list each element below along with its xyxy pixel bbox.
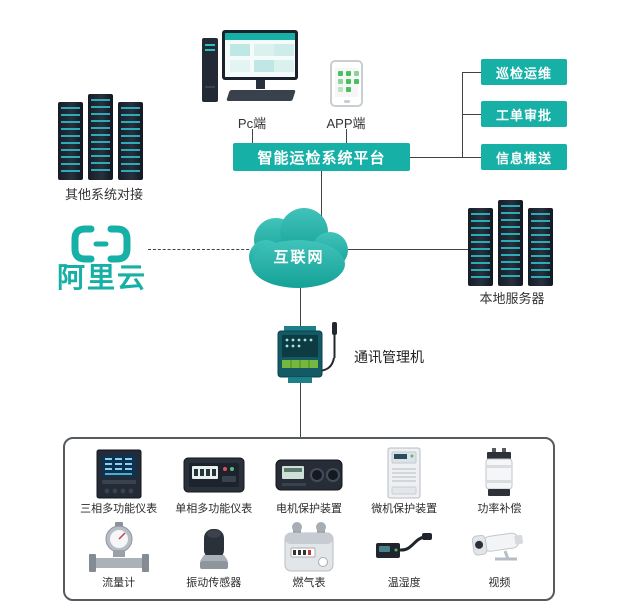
server-tower xyxy=(118,102,143,180)
pc-node-label: Pc端 xyxy=(237,116,267,131)
connector-gateway-devices xyxy=(300,383,301,437)
flow-meter-icon xyxy=(87,522,151,573)
server-tower xyxy=(498,200,523,286)
connector-platform-cloud xyxy=(321,171,322,217)
single-phase-meter-icon xyxy=(182,449,246,499)
feature-button-inspection: 巡检运维 xyxy=(481,59,567,85)
device-label: 单相多功能仪表 xyxy=(175,503,253,515)
app-node-label: APP端 xyxy=(326,116,366,131)
connector-branch-inspection xyxy=(462,72,481,73)
device-motor-protection: 电机保护装置 xyxy=(261,445,356,519)
connector-pc-platform xyxy=(252,129,253,143)
field-devices-box: 三相多功能仪表 单相多功能仪表 xyxy=(63,437,555,601)
device-label: 功率补偿 xyxy=(477,503,522,515)
smartphone-icon xyxy=(330,60,363,107)
pc-monitor-stand xyxy=(256,80,265,89)
other-systems-servers-icon xyxy=(58,94,143,180)
feature-button-push: 信息推送 xyxy=(481,144,567,170)
connector-aliyun-cloud xyxy=(148,249,254,250)
connector-cloud-gateway xyxy=(300,284,301,328)
gas-meter-icon xyxy=(277,522,341,573)
device-temp-humidity-sensor: 温湿度 xyxy=(357,519,452,593)
feature-button-workorder: 工单审批 xyxy=(481,101,567,127)
device-vibration-sensor: 振动传感器 xyxy=(166,519,261,593)
device-three-phase-meter: 三相多功能仪表 xyxy=(71,445,166,519)
connector-cloud-localserver xyxy=(344,249,468,250)
server-tower xyxy=(88,94,113,180)
local-server-label: 本地服务器 xyxy=(479,291,545,306)
device-single-phase-meter: 单相多功能仪表 xyxy=(166,445,261,519)
microcomputer-protection-icon xyxy=(372,447,436,499)
temp-humidity-sensor-icon xyxy=(372,523,436,573)
server-tower xyxy=(468,208,493,286)
internet-cloud-icon xyxy=(238,202,360,296)
aliyun-logo-icon xyxy=(70,224,132,264)
device-label: 温湿度 xyxy=(387,577,421,589)
device-label: 视频 xyxy=(488,577,511,589)
pc-keyboard-icon xyxy=(226,90,296,101)
device-video-camera: 视频 xyxy=(452,519,547,593)
gateway-label: 通讯管理机 xyxy=(354,349,424,365)
gateway-device-icon xyxy=(266,322,350,388)
pc-tower-icon xyxy=(202,38,218,102)
device-label: 燃气表 xyxy=(292,577,326,589)
connector-app-platform xyxy=(346,129,347,143)
device-label: 微机保护装置 xyxy=(371,503,438,515)
pc-monitor-icon xyxy=(222,30,298,80)
field-devices-grid: 三相多功能仪表 单相多功能仪表 xyxy=(67,441,551,597)
device-label: 电机保护装置 xyxy=(275,503,342,515)
connector-platform-features xyxy=(410,157,481,158)
device-flow-meter: 流量计 xyxy=(71,519,166,593)
power-compensation-icon xyxy=(467,448,531,499)
device-power-compensation: 功率补偿 xyxy=(452,445,547,519)
aliyun-label: 阿里云 xyxy=(56,262,147,293)
device-microcomputer-protection: 微机保护装置 xyxy=(357,445,452,519)
pc-workstation-illustration xyxy=(196,26,306,112)
server-tower xyxy=(58,102,83,180)
platform-banner: 智能运检系统平台 xyxy=(233,143,410,171)
device-gas-meter: 燃气表 xyxy=(261,519,356,593)
server-tower xyxy=(528,208,553,286)
video-camera-icon xyxy=(467,523,531,573)
other-systems-label: 其他系统对接 xyxy=(64,187,143,202)
device-label: 流量计 xyxy=(102,577,136,589)
connector-branch-workorder xyxy=(462,114,481,115)
device-label: 三相多功能仪表 xyxy=(80,503,158,515)
three-phase-meter-icon xyxy=(87,449,151,499)
local-server-icon xyxy=(468,200,553,286)
vibration-sensor-icon xyxy=(182,523,246,573)
motor-protection-icon xyxy=(275,449,343,499)
device-label: 振动传感器 xyxy=(186,577,242,589)
internet-label: 互联网 xyxy=(273,249,325,266)
